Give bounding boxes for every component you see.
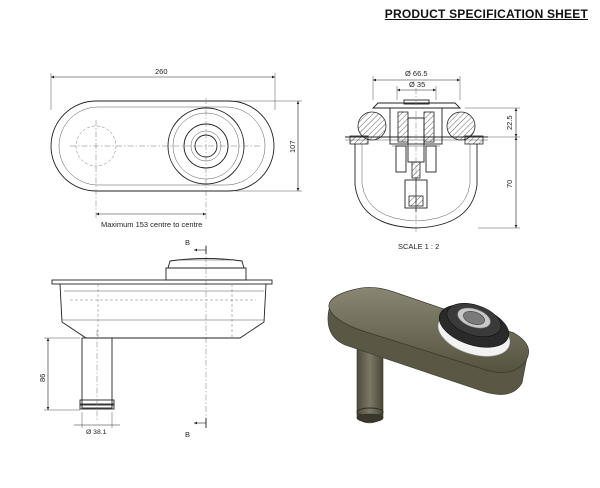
dim-depth-label: 70 [505, 180, 514, 188]
top-view: 260 107 Maximum 153 centre to centre [50, 67, 302, 229]
dim-length-label: 260 [155, 67, 168, 76]
section-label-top: B [185, 238, 190, 247]
dim-outlet-length-label: 86 [38, 374, 47, 382]
seal-left [357, 111, 387, 141]
tray-body [59, 283, 267, 339]
dim-inner-dia-label: Ø 35 [409, 80, 425, 89]
dim-height-label: 107 [288, 140, 297, 153]
seal-right [446, 111, 476, 141]
scale-label: SCALE 1 : 2 [398, 242, 439, 251]
side-view: B B 86 Ø 38.1 [38, 238, 273, 439]
dim-centres-label: Maximum 153 centre to centre [101, 220, 202, 229]
side-waste-cap [167, 258, 245, 269]
deck-plate [51, 279, 273, 285]
section-label-bottom: B [185, 430, 190, 439]
tray-outline [50, 100, 275, 192]
section-view: Ø 66.5 Ø 35 [345, 69, 520, 251]
page-title: PRODUCT SPECIFICATION SHEET [384, 7, 588, 21]
dim-outlet-dia-label: Ø 38.1 [86, 429, 107, 436]
dim-outer-dia-label: Ø 66.5 [405, 69, 428, 78]
product-render [327, 287, 529, 424]
dim-flange-label: 22.5 [505, 115, 514, 130]
